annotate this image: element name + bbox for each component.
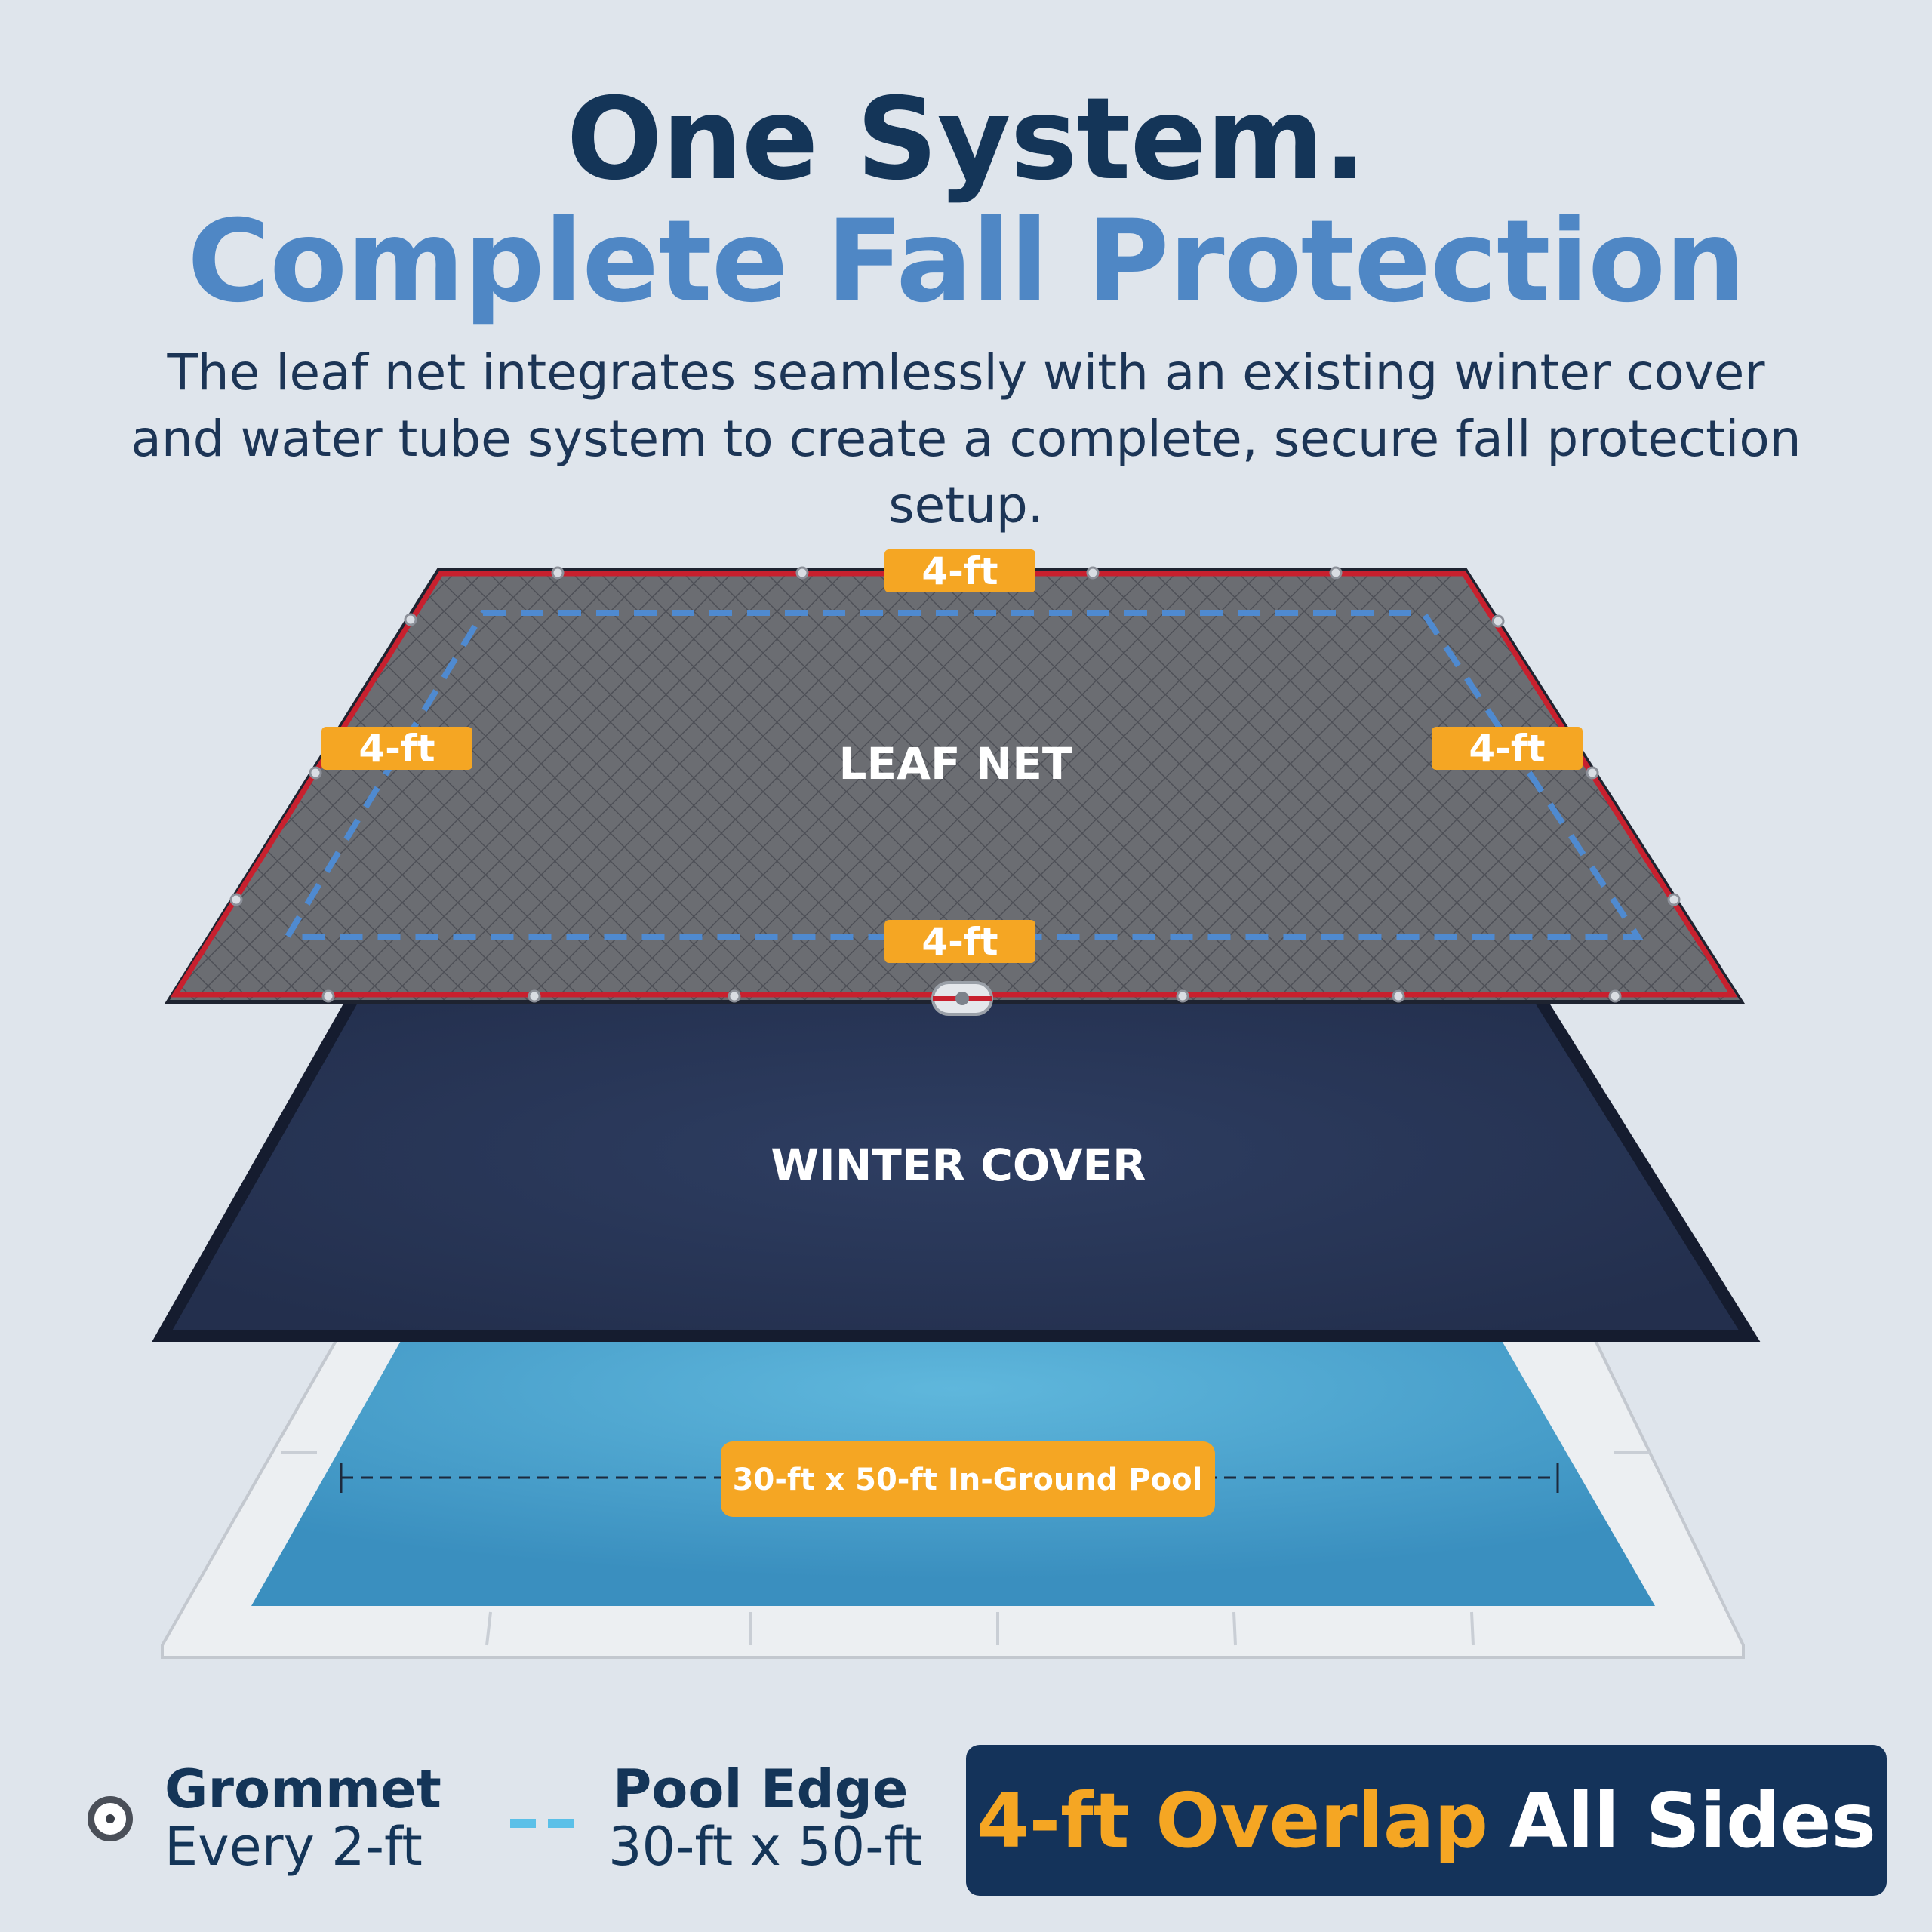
- overlap-tag-right: 4-ft: [1432, 727, 1583, 771]
- grommet: [1392, 989, 1405, 1003]
- overlap-tag-left: 4-ft: [321, 727, 472, 771]
- grommet: [309, 766, 322, 780]
- overlap-tag-left-text: 4-ft: [358, 727, 435, 771]
- grommet: [1667, 893, 1681, 906]
- grommet: [728, 989, 741, 1003]
- headline-line-1: One System.: [566, 74, 1366, 205]
- legend-grommet-title: Grommet: [165, 1758, 441, 1820]
- headline: One System. Complete Fall Protection: [0, 83, 1932, 318]
- grommet: [404, 613, 417, 626]
- description: The leaf net integrates seamlessly with …: [131, 343, 1801, 534]
- leaf-net: LEAF NET 4-ft: [165, 549, 1745, 1016]
- overlap-badge: 4-ft Overlap All Sides: [966, 1745, 1887, 1896]
- overlap-tag-bottom-text: 4-ft: [921, 920, 998, 964]
- grommets: [229, 566, 1681, 1003]
- overlap-tag-right-text: 4-ft: [1469, 727, 1545, 771]
- grommet-icon: [88, 1796, 133, 1841]
- overlap-badge-highlight: 4-ft Overlap: [977, 1776, 1488, 1865]
- winter-cover: WINTER COVER: [152, 966, 1761, 1342]
- overlap-tag-top-text: 4-ft: [921, 549, 998, 593]
- grommet: [551, 566, 565, 580]
- legend-grommet-sub: Every 2-ft: [165, 1816, 423, 1878]
- pool-label: 30-ft x 50-ft In-Ground Pool: [733, 1463, 1203, 1497]
- pool-edge-dash-icon: [510, 1819, 574, 1828]
- winter-cover-label: WINTER COVER: [771, 1140, 1146, 1191]
- center-clip: [931, 981, 993, 1016]
- grommet: [1086, 566, 1100, 580]
- overlap-tag-bottom: 4-ft: [884, 920, 1035, 964]
- grommet: [1608, 989, 1622, 1003]
- pool-dimension: 30-ft x 50-ft In-Ground Pool: [340, 1441, 1559, 1517]
- leaf-net-label: LEAF NET: [838, 738, 1072, 789]
- grommet: [1176, 989, 1189, 1003]
- legend-pool-edge-sub: 30-ft x 50-ft: [608, 1816, 923, 1878]
- grommet: [1329, 566, 1343, 580]
- grommet: [229, 893, 243, 906]
- grommet: [321, 989, 335, 1003]
- grommet: [1586, 766, 1599, 780]
- grommet: [528, 989, 541, 1003]
- overlap-tag-top: 4-ft: [884, 549, 1035, 593]
- grommet: [1491, 614, 1505, 628]
- pool-label-box: [721, 1441, 1215, 1517]
- leaf-net-mesh: [170, 571, 1740, 1000]
- overlap-badge-rest: All Sides: [1509, 1776, 1876, 1865]
- pool-edge-dashed-outline: [281, 610, 1644, 940]
- headline-line-2: Complete Fall Protection: [187, 196, 1746, 328]
- pool-deck-seams: [281, 1451, 1650, 1646]
- leaf-net-red-border: [170, 571, 1738, 998]
- legend-pool-edge-title: Pool Edge: [613, 1758, 909, 1820]
- grommet: [795, 566, 809, 580]
